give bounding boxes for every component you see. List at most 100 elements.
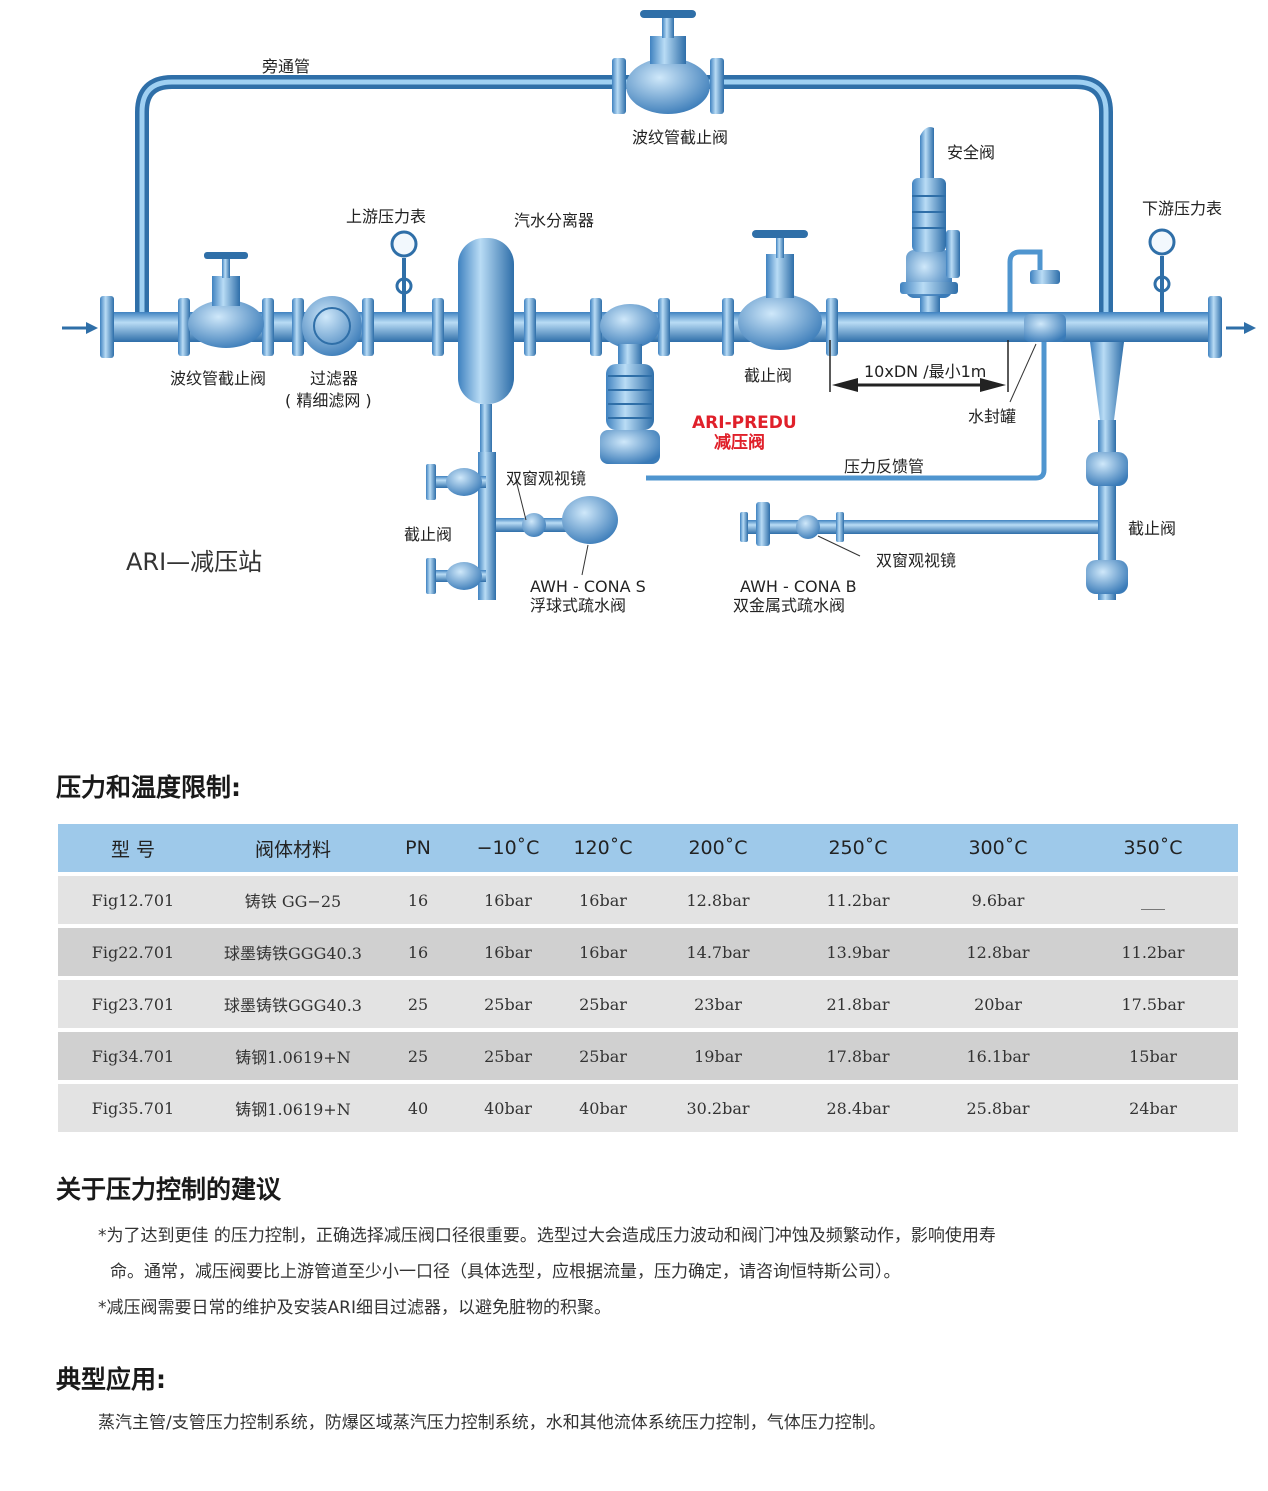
cell-value: 17.8bar bbox=[788, 1032, 928, 1080]
water-seal-pot bbox=[646, 249, 1066, 481]
bypass-pipe bbox=[135, 75, 1113, 319]
cell-value: 25bar bbox=[458, 980, 558, 1028]
ari-predu-reducing-valve bbox=[600, 304, 660, 464]
cell-material: 铸钢1.0619+N bbox=[208, 1032, 378, 1080]
label-water-seal: 水封罐 bbox=[968, 407, 1016, 426]
label-upstream-gauge: 上游压力表 bbox=[346, 207, 426, 226]
table-row: Fig12.701 铸铁 GG−25 16 16bar 16bar 12.8ba… bbox=[58, 876, 1238, 924]
label-feedback-pipe: 压力反馈管 bbox=[844, 457, 924, 476]
label-stop-valve-mid: 截止阀 bbox=[744, 366, 792, 385]
bellows-stop-valve-left bbox=[188, 252, 264, 348]
header-material: 阀体材料 bbox=[208, 824, 378, 872]
table-row: Fig23.701 球墨铸铁GGG40.3 25 25bar 25bar 23b… bbox=[58, 980, 1238, 1028]
cell-model: Fig12.701 bbox=[58, 876, 208, 924]
distance-dimension bbox=[829, 340, 1009, 392]
cell-value: 23bar bbox=[648, 980, 788, 1028]
label-filter-note: ( 精细滤网 ) bbox=[285, 391, 372, 410]
cell-value: 19bar bbox=[648, 1032, 788, 1080]
cell-value: 25bar bbox=[558, 980, 648, 1028]
strainer-filter bbox=[302, 296, 362, 356]
label-trap-s-name: 浮球式疏水阀 bbox=[530, 596, 626, 615]
cell-material: 球墨铸铁GGG40.3 bbox=[208, 928, 378, 976]
cell-pn: 25 bbox=[378, 1032, 458, 1080]
header-300: 300˚C bbox=[928, 824, 1068, 872]
header-350: 350˚C bbox=[1068, 824, 1238, 872]
cell-value: 28.4bar bbox=[788, 1084, 928, 1132]
label-trap-b-name: 双金属式疏水阀 bbox=[733, 596, 845, 615]
pressure-temperature-table: 型 号 阀体材料 PN −10˚C 120˚C 200˚C 250˚C 300˚… bbox=[58, 820, 1238, 1136]
table-row: Fig35.701 铸钢1.0619+N 40 40bar 40bar 30.2… bbox=[58, 1084, 1238, 1132]
cell-value: 16bar bbox=[458, 928, 558, 976]
cell-value: 13.9bar bbox=[788, 928, 928, 976]
label-sight-glass-left: 双窗观视镜 bbox=[506, 469, 586, 488]
cell-value: ___ bbox=[1068, 876, 1238, 924]
cell-value: 16.1bar bbox=[928, 1032, 1068, 1080]
label-stop-valve-right: 截止阀 bbox=[1128, 519, 1176, 538]
cell-model: Fig34.701 bbox=[58, 1032, 208, 1080]
header-200: 200˚C bbox=[648, 824, 788, 872]
cell-value: 12.8bar bbox=[928, 928, 1068, 976]
cell-value: 16bar bbox=[458, 876, 558, 924]
bellows-stop-valve-top bbox=[612, 10, 724, 114]
section-title-applications: 典型应用: bbox=[56, 1365, 166, 1394]
cell-value: 11.2bar bbox=[1068, 928, 1238, 976]
table-header-row: 型 号 阀体材料 PN −10˚C 120˚C 200˚C 250˚C 300˚… bbox=[58, 824, 1238, 872]
cell-value: 24bar bbox=[1068, 1084, 1238, 1132]
table-row: Fig22.701 球墨铸铁GGG40.3 16 16bar 16bar 14.… bbox=[58, 928, 1238, 976]
table-row: Fig34.701 铸钢1.0619+N 25 25bar 25bar 19ba… bbox=[58, 1032, 1238, 1080]
cell-value: 17.5bar bbox=[1068, 980, 1238, 1028]
header-minus10: −10˚C bbox=[458, 824, 558, 872]
section-title-pressure-temperature: 压力和温度限制: bbox=[56, 773, 241, 802]
cell-pn: 16 bbox=[378, 928, 458, 976]
label-trap-s-model: AWH - CONA S bbox=[530, 577, 646, 596]
label-safety-valve: 安全阀 bbox=[947, 143, 995, 162]
cell-material: 铸铁 GG−25 bbox=[208, 876, 378, 924]
cell-value: 25.8bar bbox=[928, 1084, 1068, 1132]
stop-valve-mid bbox=[738, 230, 822, 350]
safety-valve bbox=[900, 127, 960, 312]
label-station-title: ARI—减压站 bbox=[126, 548, 262, 576]
label-reducing-valve: 减压阀 bbox=[714, 432, 765, 453]
cell-material: 球墨铸铁GGG40.3 bbox=[208, 980, 378, 1028]
cell-value: 20bar bbox=[928, 980, 1068, 1028]
cell-value: 40bar bbox=[558, 1084, 648, 1132]
applications-text: 蒸汽主管/支管压力控制系统，防爆区域蒸汽压力控制系统，水和其他流体系统压力控制，… bbox=[98, 1413, 886, 1433]
cell-value: 40bar bbox=[458, 1084, 558, 1132]
cell-value: 25bar bbox=[558, 1032, 648, 1080]
label-filter: 过滤器 bbox=[310, 369, 358, 388]
right-drain-leg bbox=[840, 342, 1128, 600]
cell-value: 21.8bar bbox=[788, 980, 928, 1028]
cell-value: 11.2bar bbox=[788, 876, 928, 924]
cell-value: 30.2bar bbox=[648, 1084, 788, 1132]
recommendation-notes: *为了达到更佳 的压力控制，正确选择减压阀口径很重要。选型过大会造成压力波动和阀… bbox=[98, 1218, 1228, 1326]
cell-pn: 25 bbox=[378, 980, 458, 1028]
cell-model: Fig22.701 bbox=[58, 928, 208, 976]
cell-value: 16bar bbox=[558, 928, 648, 976]
downstream-pressure-gauge bbox=[1148, 228, 1176, 312]
pressure-reducing-station-diagram: 旁通管 波纹管截止阀 安全阀 上游压力表 汽水分离器 下游压力表 波纹管截止阀 … bbox=[62, 10, 1256, 615]
cell-pn: 16 bbox=[378, 876, 458, 924]
label-bellows-valve-top: 波纹管截止阀 bbox=[632, 128, 728, 147]
section-title-recommendations: 关于压力控制的建议 bbox=[56, 1175, 282, 1204]
header-pn: PN bbox=[378, 824, 458, 872]
cell-material: 铸钢1.0619+N bbox=[208, 1084, 378, 1132]
flow-arrows bbox=[62, 322, 1256, 334]
note-line-1: *为了达到更佳 的压力控制，正确选择减压阀口径很重要。选型过大会造成压力波动和阀… bbox=[98, 1226, 996, 1246]
label-bypass-pipe: 旁通管 bbox=[262, 57, 310, 76]
cell-model: Fig23.701 bbox=[58, 980, 208, 1028]
header-250: 250˚C bbox=[788, 824, 928, 872]
cell-value: 12.8bar bbox=[648, 876, 788, 924]
cell-value: 14.7bar bbox=[648, 928, 788, 976]
cell-value: 15bar bbox=[1068, 1032, 1238, 1080]
label-trap-b-model: AWH - CONA B bbox=[740, 577, 857, 596]
leader-lines bbox=[515, 343, 1037, 576]
label-distance: 10xDN /最小1m bbox=[864, 362, 986, 381]
label-separator: 汽水分离器 bbox=[514, 211, 594, 230]
note-line-3: *减压阀需要日常的维护及安装ARI细目过滤器，以避免脏物的积聚。 bbox=[98, 1298, 611, 1318]
left-drain-leg bbox=[426, 452, 618, 600]
header-120: 120˚C bbox=[558, 824, 648, 872]
cell-pn: 40 bbox=[378, 1084, 458, 1132]
header-model: 型 号 bbox=[58, 824, 208, 872]
cell-value: 25bar bbox=[458, 1032, 558, 1080]
note-line-2: 命。通常，减压阀要比上游管道至少小一口径（具体选型，应根据流量，压力确定，请咨询… bbox=[110, 1262, 901, 1282]
